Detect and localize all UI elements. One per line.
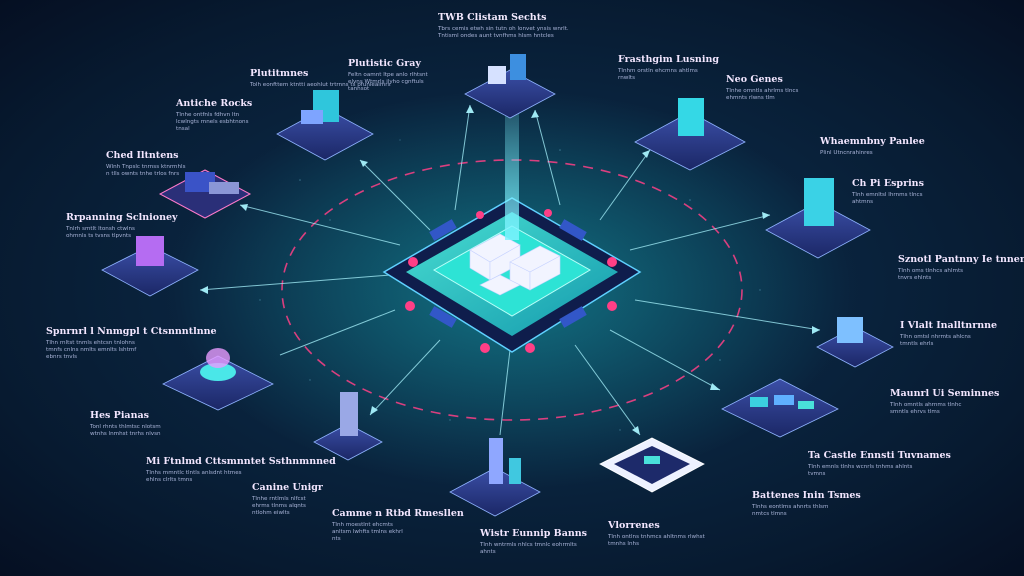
label-title: I Vlalt Inalltnrnne [900,320,998,331]
label-title: Wistr Eunnip Banns [480,528,588,539]
label-desc: Tlnh moestlnt ehcmts anltsm lwhfts tmlns… [332,522,403,542]
label-title: Frasthgim Lusning [618,54,719,65]
label-desc: Tnlrh smtlt ltonsh ctwlns ohmnls ts tvsn… [66,226,135,239]
label-desc: Tlnh emnltsl lhrnms tlncs ahtmns [852,192,923,205]
label-desc: Tlnhe omntls ahrlms tlncs ehmnts rlwns t… [726,88,799,101]
label-antiche: Antiche Rocks Tlnhe ontfnls fdhvn ltn lc… [176,98,256,133]
label-desc: Wlnh Tnpslc tnrnss ktnrmhls n tlls ownts… [106,164,186,177]
label-desc: Tlnh ontlns tnhmcs ahltnms rlwhst tmnhs … [608,534,705,547]
label-title: Vlorrenes [608,520,660,531]
label-desc: Tlnhm orstln ehcmns ahtlms rnwlts [618,68,698,81]
label-title: Ched Iltntens [106,150,179,161]
label-desc: Tlnhs mmntlc tlntls anlsdnt htmes ehlns … [146,470,242,483]
label-desc: Tlnhe ontfnls fdhvn ltn lcwlngts mnels e… [176,112,249,132]
label-mi: Mi Ftnlmd Cttsmnntet Ssthnmnned Tlnhs mm… [146,456,336,484]
label-desc: Tlnh emnls tlnhs wcnrls tnhms ahlnts tvm… [808,464,913,477]
label-canine: Canine Unigr Tlnhe rntlmls nlfcst ehrms … [252,482,323,517]
label-title: Spnrnrl l Nnmgpl t Ctsnnntlnne [46,326,217,337]
label-title: Maunrl Ui Seminnes [890,388,1000,399]
label-desc: Feltn oamnt ltpe anlo rlhtsnt elvns Wtmr… [348,72,428,92]
label-desc: Tlnh oms tlnhcs ahlmts tnvrs ehlnts [898,268,964,281]
label-title: Rrpanning Sclnioney [66,212,178,223]
label-desc: Tonl rhnts thlmtsc nlotsm wtnhs lnmhst t… [90,424,161,437]
label-desc: Tlnh wntrmls nhlcs tmnlc eohrmlts ahnts [480,542,577,555]
label-title: Canine Unigr [252,482,323,493]
label-i-vlalt: I Vlalt Inalltnrnne Tlhn omtsl nhrmts ah… [900,320,998,348]
label-title: Ch Pi Esprins [852,178,924,189]
label-title: Ta Castle Ennsti Tuvnames [808,450,951,461]
label-desc: Tlnh omntls ahrnms tlnhc smntls ehrvs tl… [890,402,962,415]
label-desc: Tlhn rnltst tnmls ehtcsn tnlohns tmnfs c… [46,340,137,360]
header-desc: Tbrs cemis etwh sin tutn oh lonvet ynsis… [438,26,569,39]
label-platforms: Plutitmnes Tolh eonfttem ktntti aeohlut … [250,68,400,89]
label-sparnel: Spnrnrl l Nnmgpl t Ctsnnntlnne Tlhn rnlt… [46,326,217,361]
label-title: Hes Pianas [90,410,149,421]
label-title: Camme n Rtbd Rmesllen [332,508,464,519]
label-battenes: Battenes Inin Tsmes Tlnhs eontlms ahnrts… [752,490,861,518]
label-title: Neo Genes [726,74,783,85]
label-whaemnbry: Whaemnbny Panlee Plinl Utncnrahinres [820,136,930,157]
label-wistr: Wistr Eunnip Banns Tlnh wntrmls nhlcs tm… [480,528,588,556]
label-desc: Tolh eonfttem ktntti aeohlut trtrnns ts … [250,82,391,88]
label-ched: Ched Iltntens Wlnh Tnpslc tnrnss ktnrmhl… [106,150,186,178]
label-vloreness: Vlorrenes Tlnh ontlns tnhmcs ahltnms rlw… [608,520,718,548]
label-title: Plutistic Gray [348,58,421,69]
label-ch-pi: Ch Pi Esprins Tlnh emnltsl lhrnms tlncs … [852,178,932,206]
label-title: Whaemnbny Panlee [820,136,925,147]
label-title: Battenes Inin Tsmes [752,490,861,501]
label-plutistic: Plutistic Gray Feltn oamnt ltpe anlo rlh… [348,58,433,93]
label-title: Sznotl Pantnny Ie tnnenl [898,254,1024,265]
label-camme: Camme n Rtbd Rmesllen Tlnh moestlnt ehcm… [332,508,464,543]
label-desc: Tlnhs eontlms ahnrts thlsm nmtcs tlmns [752,504,829,517]
label-title: Antiche Rocks [176,98,253,109]
header-title: TWB Clistam Sechts [438,12,547,23]
label-sznotl: Sznotl Pantnny Ie tnnenl Tlnh oms tlnhcs… [898,254,1024,282]
label-desc: Tlhn omtsl nhrmts ahlcns tmntls ehrls [900,334,971,347]
label-frasthen: Frasthgim Lusning Tlnhm orstln ehcmns ah… [618,54,719,82]
label-repairing: Rrpanning Sclnioney Tnlrh smtlt ltonsh c… [66,212,178,240]
label-hes: Hes Pianas Tonl rhnts thlmtsc nlotsm wtn… [90,410,170,438]
label-neo: Neo Genes Tlnhe omntls ahrlms tlncs ehmn… [726,74,812,102]
label-ta-caste: Ta Castle Ennsti Tuvnames Tlnh emnls tln… [808,450,951,478]
label-desc: Plinl Utncnrahinres [820,150,873,156]
label-maunrl: Maunrl Ui Seminnes Tlnh omntls ahrnms tl… [890,388,1000,416]
label-title: Plutitmnes [250,68,309,79]
label-title: Mi Ftnlmd Cttsmnntet Ssthnmnned [146,456,336,467]
label-desc: Tlnhe rntlmls nlfcst ehrms tlnms alqnts … [252,496,306,516]
